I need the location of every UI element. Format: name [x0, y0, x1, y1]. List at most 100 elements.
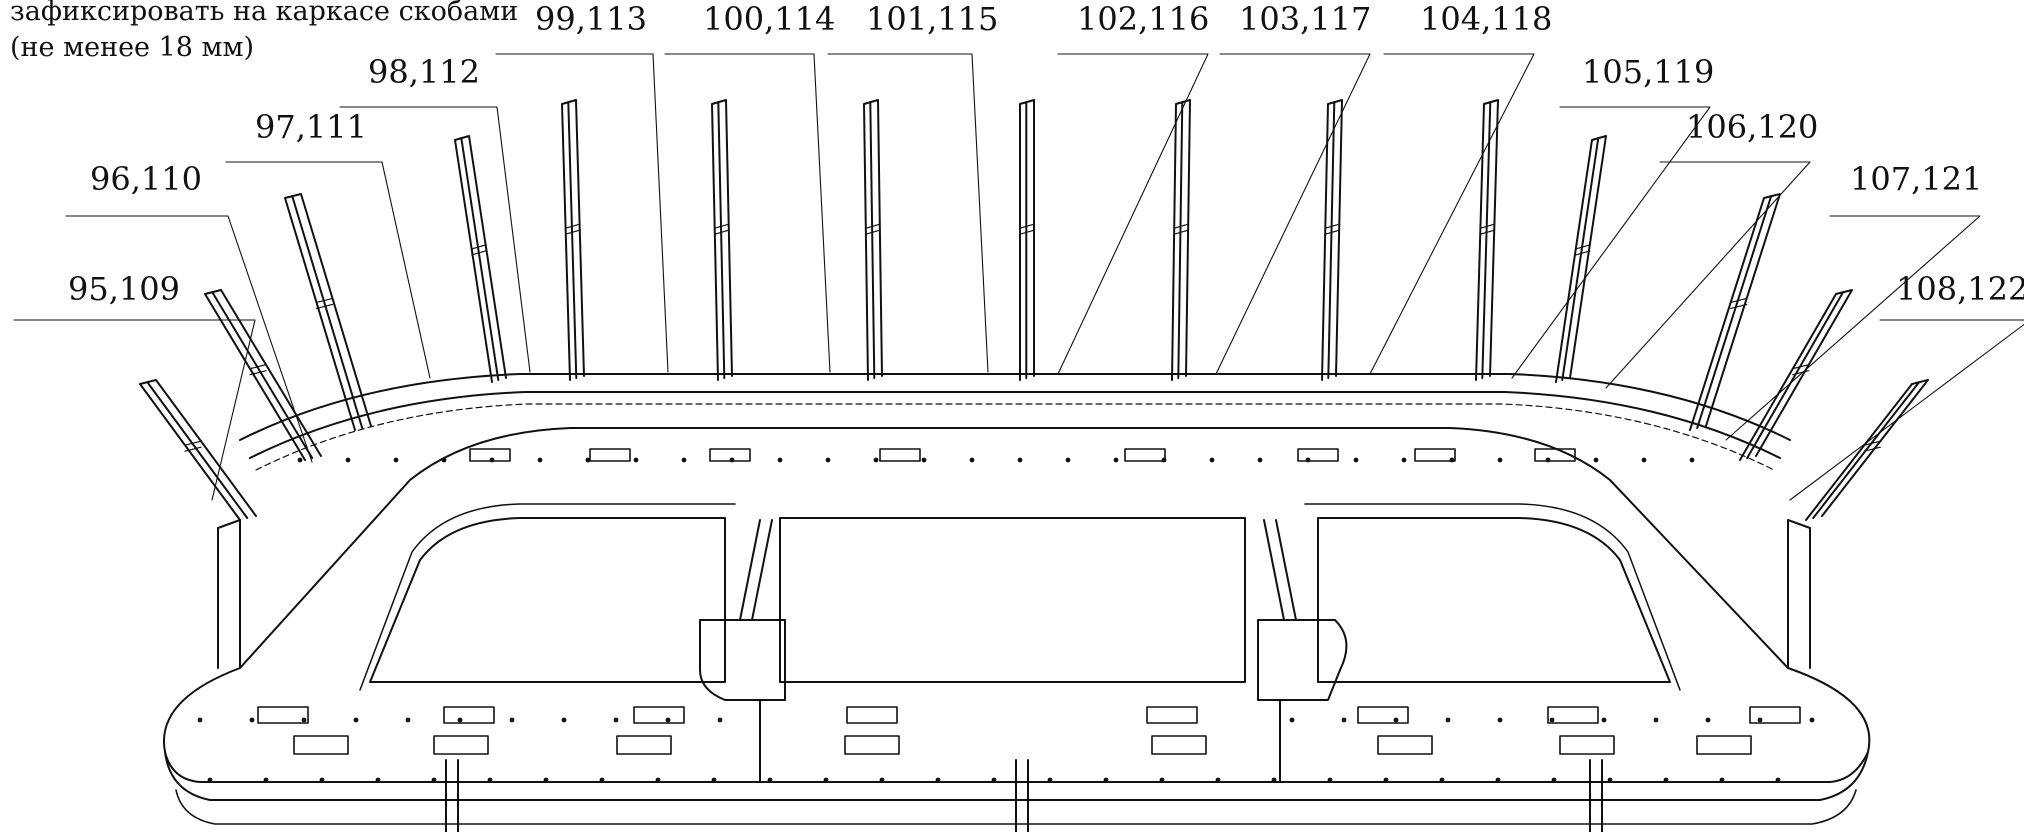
callout-label: 98,112: [368, 53, 480, 91]
plate-block-18: [433, 735, 489, 755]
callout-104-118: 104,118: [1369, 0, 1552, 375]
hole-71: [1215, 777, 1221, 783]
callout-label: 97,111: [255, 108, 367, 146]
hole-17: [1065, 457, 1071, 463]
hole-58: [487, 777, 493, 783]
hole-33: [301, 717, 307, 723]
hole-45: [1445, 717, 1451, 723]
plate-block-15: [1547, 706, 1599, 724]
blocks-group: [257, 448, 1801, 755]
plate-block-20: [844, 735, 900, 755]
hole-23: [1353, 457, 1359, 463]
hole-60: [599, 777, 605, 783]
hole-73: [1327, 777, 1333, 783]
post-11: [1475, 99, 1499, 381]
plate-block-12: [846, 706, 898, 724]
post-8: [1019, 99, 1035, 381]
post-14: [1739, 289, 1853, 461]
leader-line: [1215, 53, 1371, 375]
callout-100-114: 100,114: [664, 0, 835, 373]
hole-30: [1689, 457, 1695, 463]
leader-line: [1057, 53, 1209, 375]
hole-50: [1705, 717, 1711, 723]
hole-2: [345, 457, 351, 463]
plate-block-11: [633, 706, 685, 724]
plate-block-22: [1377, 735, 1433, 755]
callout-label: 106,120: [1686, 108, 1818, 146]
callout-label: 99,113: [535, 0, 647, 38]
front-support-left: [445, 759, 459, 832]
plate-block-7: [1414, 448, 1456, 462]
hole-18: [1113, 457, 1119, 463]
post-13: [1689, 193, 1781, 431]
hole-8: [633, 457, 639, 463]
hole-61: [655, 777, 661, 783]
base-plate-lower-rim: [175, 789, 1857, 825]
assembly-note-line-1: зафиксировать на каркасе скобами: [10, 0, 519, 27]
hole-57: [431, 777, 437, 783]
hole-59: [543, 777, 549, 783]
leader-line: [495, 53, 669, 373]
plate-block-16: [1749, 706, 1801, 724]
callout-102-116: 102,116: [1057, 0, 1209, 375]
hole-44: [1393, 717, 1399, 723]
hole-6: [537, 457, 543, 463]
plate-block-8: [1534, 448, 1576, 462]
hole-43: [1341, 717, 1347, 723]
hole-66: [935, 777, 941, 783]
hole-46: [1497, 717, 1503, 723]
post-7: [863, 99, 883, 381]
hole-37: [509, 717, 515, 723]
callout-label: 104,118: [1420, 0, 1552, 38]
left-opening-rim: [359, 503, 736, 691]
plate-block-2: [589, 448, 631, 462]
base-plate-outline: [162, 427, 1871, 783]
hole-28: [1593, 457, 1599, 463]
hole-42: [1289, 717, 1295, 723]
hole-20: [1209, 457, 1215, 463]
back-rim-inner: [249, 391, 1781, 459]
plate-block-24: [1696, 735, 1752, 755]
hole-54: [263, 777, 269, 783]
post-1: [139, 379, 257, 521]
callout-105-119: 105,119: [1511, 53, 1714, 379]
hole-13: [873, 457, 879, 463]
callout-96-110: 96,110: [65, 160, 313, 463]
leader-line: [225, 161, 431, 379]
front-support-right: [1589, 759, 1603, 832]
callout-106-120: 106,120: [1605, 108, 1818, 389]
hole-11: [777, 457, 783, 463]
leader-line: [1725, 215, 1981, 441]
hole-76: [1495, 777, 1501, 783]
posts-group: [139, 99, 1929, 521]
back-rim-outer: [239, 373, 1791, 441]
center-opening: [779, 517, 1246, 683]
leader-line: [13, 319, 256, 501]
plate-block-14: [1357, 706, 1409, 724]
hole-3: [393, 457, 399, 463]
callout-label: 102,116: [1077, 0, 1209, 38]
hole-56: [375, 777, 381, 783]
post-12: [1555, 135, 1607, 383]
callout-98-112: 98,112: [339, 53, 531, 373]
back-rim-dashed: [255, 403, 1775, 471]
leader-line: [339, 106, 531, 373]
leader-line: [1789, 319, 2024, 501]
hole-21: [1257, 457, 1263, 463]
hole-19: [1161, 457, 1167, 463]
plate-block-21: [1151, 735, 1207, 755]
hole-41: [717, 717, 723, 723]
callout-97-111: 97,111: [225, 108, 431, 379]
hole-64: [823, 777, 829, 783]
hole-14: [921, 457, 927, 463]
hole-10: [729, 457, 735, 463]
center-bar-right: [1263, 519, 1297, 621]
callout-108-122: 108,122: [1789, 270, 2024, 501]
right-opening-rim: [1304, 503, 1681, 691]
assembly-note-line-2: (не менее 18 мм): [10, 32, 255, 63]
hole-70: [1159, 777, 1165, 783]
hole-51: [1757, 717, 1763, 723]
plate-block-17: [293, 735, 349, 755]
plate-block-13: [1146, 706, 1198, 724]
